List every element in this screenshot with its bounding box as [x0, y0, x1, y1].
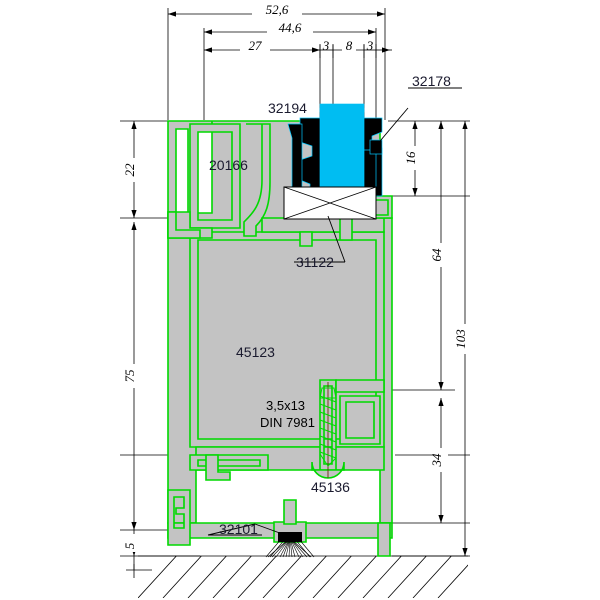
profile-20166	[167, 123, 241, 239]
part-label-45136: 45136	[311, 479, 350, 495]
dimension-label-52-6: 52,6	[266, 2, 289, 17]
dimension-44-6: 44,6	[204, 20, 376, 35]
part-label-31122: 31122	[296, 254, 334, 270]
brush-root	[278, 532, 302, 542]
dimension-label-103: 103	[453, 329, 468, 349]
dimension-label-22: 22	[122, 163, 137, 177]
dimension-label-3-right: 3	[366, 38, 374, 53]
brush-seal-bristles	[265, 537, 315, 558]
part-label-32194: 32194	[268, 100, 307, 116]
dimension-label-8: 8	[346, 38, 353, 53]
dimension-label-16: 16	[403, 151, 418, 165]
dimension-22: 22	[122, 121, 141, 218]
dimension-label-5: 5	[122, 542, 137, 549]
right-dimension-group: 16 64 34 103	[403, 121, 472, 556]
screw-standard-label: DIN 7981	[260, 415, 315, 430]
dimension-75: 75	[122, 222, 141, 530]
profile-curved-web	[243, 123, 271, 237]
dimension-label-64: 64	[429, 248, 444, 262]
floor-hatching	[138, 556, 468, 598]
floor-substrate	[138, 555, 468, 598]
dimension-chain-row: 27 3 8 3	[204, 38, 392, 58]
screw-3-5x13	[319, 382, 337, 478]
dimension-5: 5	[122, 530, 152, 578]
dimension-label-34: 34	[429, 453, 444, 468]
dimension-34: 34	[429, 398, 448, 523]
profile-45136	[189, 379, 385, 481]
dimension-16: 16	[403, 121, 422, 196]
left-dimension-group: 22 75 5	[122, 121, 152, 578]
dimension-label-75: 75	[122, 369, 137, 383]
part-label-32101: 32101	[219, 521, 258, 537]
dimension-label-3-left: 3	[322, 38, 330, 53]
dimension-label-27: 27	[249, 38, 263, 53]
leader-lines	[207, 87, 462, 537]
top-dimension-group: 52,6 44,6 27 3 8 3	[168, 2, 392, 58]
screw-thread	[319, 387, 337, 467]
part-label-20166: 20166	[209, 157, 248, 173]
dimension-64: 64	[429, 121, 448, 390]
part-label-45123: 45123	[236, 344, 275, 360]
dimension-label-44-6: 44,6	[279, 20, 302, 35]
screw-note: 3,5x13 DIN 7981	[260, 398, 315, 430]
dimension-103: 103	[453, 121, 472, 556]
dimension-52-6: 52,6	[168, 2, 385, 17]
setting-block-31122	[283, 186, 377, 220]
screw-size-label: 3,5x13	[266, 398, 305, 413]
part-label-32178: 32178	[412, 73, 451, 89]
part-labels: 32194 32178 20166 31122 45123 45136 3210…	[209, 73, 451, 537]
profile-base-sill	[167, 489, 393, 557]
